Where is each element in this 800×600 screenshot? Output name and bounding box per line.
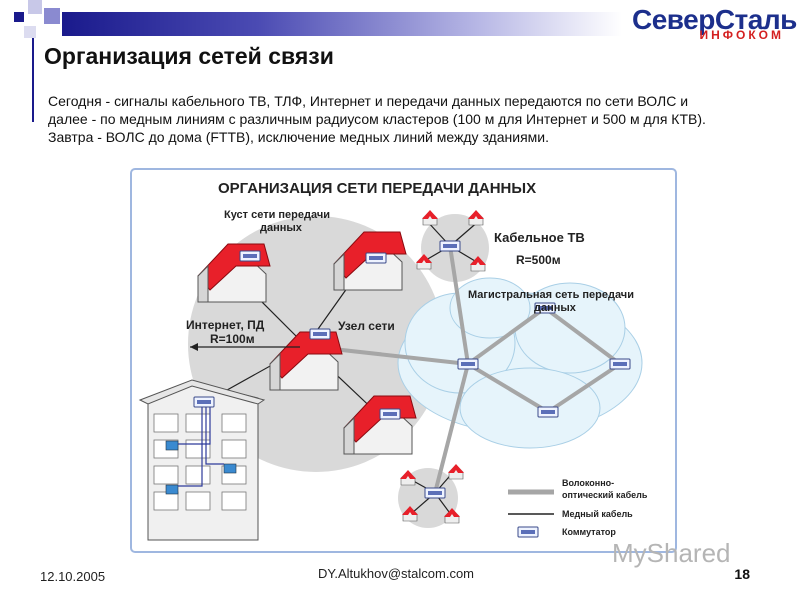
- diagram-svg: ОРГАНИЗАЦИЯ СЕТИ ПЕРЕДАЧИ ДАННЫХ: [130, 168, 677, 553]
- legend-switch-label: Коммутатор: [562, 527, 616, 537]
- deco-square-4: [24, 26, 36, 38]
- page-number: 18: [734, 566, 750, 582]
- title-divider: [32, 38, 34, 122]
- label-internet: Интернет, ПД: [186, 318, 265, 332]
- switch-icon: [424, 487, 446, 499]
- network-diagram: ОРГАНИЗАЦИЯ СЕТИ ПЕРЕДАЧИ ДАННЫХ: [130, 168, 678, 554]
- switch-icon: [537, 406, 559, 418]
- switch-icon: [457, 358, 479, 370]
- footer-email: DY.Altukhov@stalcom.com: [318, 566, 475, 581]
- label-backbone-line2: данных: [534, 302, 577, 314]
- label-cluster-line1: Куст сети передачи: [224, 209, 330, 221]
- watermark: MyShared: [612, 538, 731, 568]
- deco-square-3: [44, 8, 60, 24]
- legend-fiber-line1: Волоконно-: [562, 478, 614, 488]
- label-node: Узел сети: [338, 319, 395, 333]
- switch-icon: [193, 396, 215, 408]
- switch-icon: [439, 240, 461, 252]
- slide-title: Организация сетей связи: [44, 43, 334, 69]
- label-backbone-line1: Магистральная сеть передачи: [468, 289, 634, 301]
- deco-square-2: [28, 0, 42, 14]
- legend-fiber-line2: оптический кабель: [562, 490, 648, 500]
- title-bar: [62, 12, 622, 36]
- diagram-title: ОРГАНИЗАЦИЯ СЕТИ ПЕРЕДАЧИ ДАННЫХ: [218, 180, 536, 197]
- label-r100: R=100м: [210, 332, 255, 346]
- slide-body-text: Сегодня - сигналы кабельного ТВ, ТЛФ, Ин…: [48, 93, 706, 145]
- legend-copper-label: Медный кабель: [562, 509, 633, 519]
- legend-switch-icon: [517, 526, 539, 538]
- switch-icon: [309, 328, 331, 340]
- radius-arrowhead: [190, 343, 198, 351]
- switch-icon: [239, 250, 261, 262]
- company-logo: СеверСталь ИНФОКОМ: [628, 4, 797, 44]
- legend: Волоконно- оптический кабель Медный кабе…: [508, 478, 648, 538]
- label-r500: R=500м: [516, 253, 561, 267]
- label-cluster-line2: данных: [260, 222, 303, 234]
- switch-icon: [365, 252, 387, 264]
- switch-icon: [609, 358, 631, 370]
- footer-date: 12.10.2005: [40, 569, 106, 584]
- switch-icon: [379, 408, 401, 420]
- logo-sub-text: ИНФОКОМ: [699, 28, 784, 42]
- label-cabletv: Кабельное ТВ: [494, 230, 585, 245]
- apartment-building: [138, 379, 266, 541]
- deco-square-1: [14, 12, 24, 22]
- logo-main-text: СеверСталь: [632, 4, 797, 35]
